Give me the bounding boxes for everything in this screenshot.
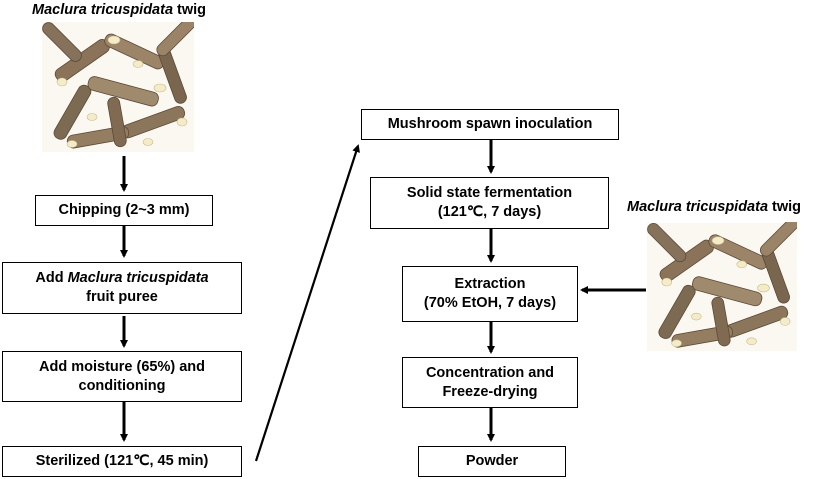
- step-solid-state-fermentation: Solid state fermentation (121℃, 7 days): [370, 177, 609, 229]
- step-extraction: Extraction (70% EtOH, 7 days): [402, 266, 578, 322]
- step-add-fruit-puree: Add Maclura tricuspidata fruit puree: [2, 262, 242, 314]
- step-powder: Powder: [418, 446, 566, 477]
- twig-caption-top: Maclura tricuspidata twig: [32, 2, 207, 18]
- twig-photo-top: [42, 22, 194, 152]
- step-concentration: Concentration and Freeze-drying: [402, 357, 578, 408]
- step-spawn-inoculation: Mushroom spawn inoculation: [361, 109, 619, 140]
- arrow-sterilized-to-spawn: [254, 144, 360, 462]
- step-sterilized: Sterilized (121℃, 45 min): [2, 446, 242, 477]
- step-add-moisture: Add moisture (65%) and conditioning: [2, 351, 242, 402]
- twig-caption-right: Maclura tricuspidata twig: [627, 199, 802, 215]
- step-chipping: Chipping (2~3 mm): [35, 195, 213, 226]
- twig-photo-right: [647, 222, 797, 352]
